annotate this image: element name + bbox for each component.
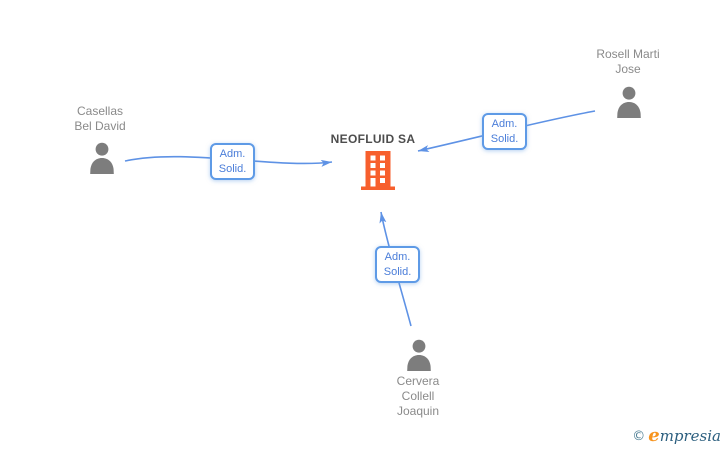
brand-text: empresia — [648, 425, 721, 446]
person-name-line: Rosell Marti — [596, 47, 660, 61]
person-name-line: Casellas — [76, 104, 124, 118]
person-node-cervera[interactable] — [405, 339, 433, 371]
person-icon — [617, 86, 641, 118]
relationship-label-line: Adm. — [384, 251, 411, 263]
relationship-label-line: Adm. — [491, 118, 518, 130]
relationship-label-line: Adm. — [219, 148, 246, 160]
person-name-line: Collell — [401, 389, 435, 403]
person-node-rosell[interactable] — [615, 86, 643, 118]
relationship-label-casellas: Adm. Solid. — [210, 143, 255, 180]
relationship-label-line: Solid. — [218, 163, 247, 175]
person-node-casellas[interactable] — [88, 142, 116, 174]
person-label-rosell: Rosell Marti Jose — [596, 47, 659, 77]
person-label-casellas: Casellas Bel David — [74, 104, 125, 134]
person-icon — [90, 142, 114, 174]
person-name-line: Bel David — [74, 119, 126, 133]
building-icon — [361, 151, 395, 190]
person-icon — [407, 339, 431, 371]
relationship-label-cervera: Adm. Solid. — [375, 246, 420, 283]
empresia-logo[interactable]: ©empresia — [632, 425, 721, 446]
company-title: NEOFLUID SA — [330, 132, 416, 146]
copyright-icon: © — [632, 429, 646, 444]
person-name-line: Cervera — [396, 374, 440, 388]
relationship-label-line: Solid. — [383, 266, 412, 278]
person-label-cervera: Cervera Collell Joaquin — [397, 374, 440, 419]
company-node[interactable] — [361, 151, 395, 195]
person-name-line: Joaquin — [396, 404, 440, 418]
person-name-line: Jose — [615, 62, 641, 76]
brand-rest: mpresia — [659, 427, 721, 445]
relationship-label-line: Solid. — [490, 133, 519, 145]
brand-first-letter: e — [648, 425, 660, 446]
relationship-label-rosell: Adm. Solid. — [482, 113, 527, 150]
